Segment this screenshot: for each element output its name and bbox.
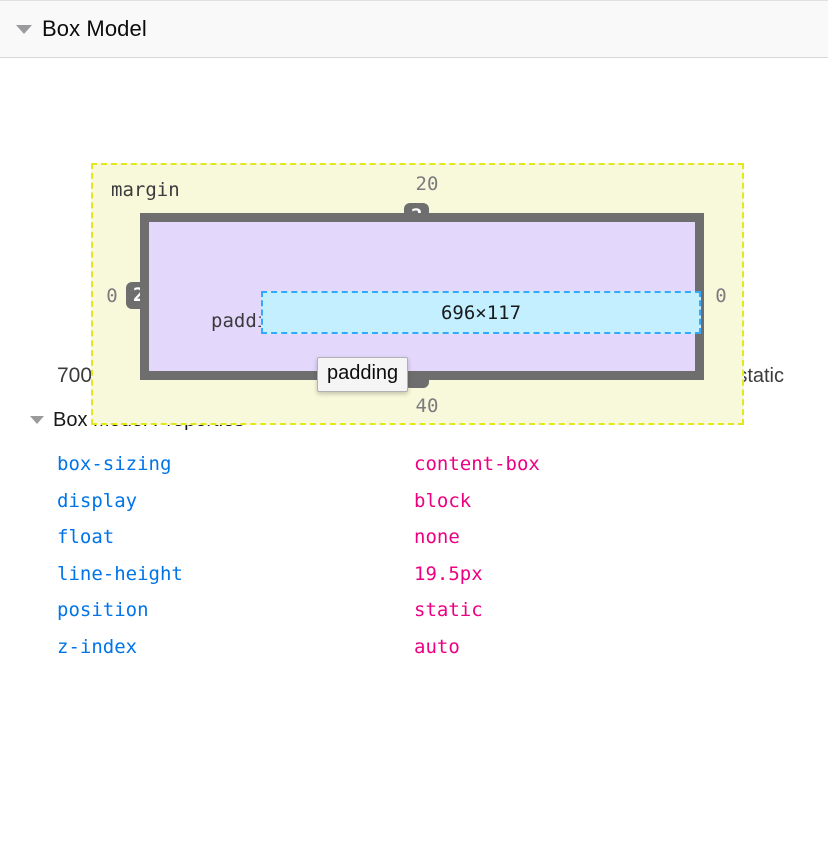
table-row[interactable]: z-index auto [0, 629, 828, 666]
padding-tooltip: padding [317, 357, 409, 392]
table-row[interactable]: position static [0, 592, 828, 629]
property-value[interactable]: static [414, 599, 483, 622]
table-row[interactable]: float none [0, 519, 828, 556]
property-name[interactable]: float [57, 526, 115, 549]
property-name[interactable]: position [57, 599, 149, 622]
margin-left-value[interactable]: 0 [106, 285, 118, 307]
border-region[interactable]: border padding 696×117 [140, 213, 704, 380]
page-title: Box Model [42, 16, 147, 41]
margin-top-value[interactable]: 20 [415, 173, 439, 195]
property-value[interactable]: none [414, 526, 460, 549]
content-size-value: 696×117 [440, 301, 522, 324]
table-row[interactable]: line-height 19.5px [0, 556, 828, 593]
property-name[interactable]: line-height [57, 562, 183, 585]
padding-region[interactable]: padding 696×117 [149, 222, 701, 371]
box-model-diagram[interactable]: margin 20 2 0 0 2 40 0 2 0 0 2 0 border … [0, 58, 828, 425]
margin-bottom-value[interactable]: 40 [415, 395, 439, 417]
property-value[interactable]: content-box [414, 453, 540, 476]
table-row[interactable]: box-sizing content-box [0, 446, 828, 483]
margin-right-value[interactable]: 0 [715, 285, 727, 307]
table-row[interactable]: display block [0, 483, 828, 520]
property-value[interactable]: block [414, 489, 472, 512]
property-name[interactable]: display [57, 489, 138, 512]
margin-region-label: margin [111, 179, 180, 201]
margin-region[interactable]: margin 20 2 0 0 2 40 0 2 0 0 2 0 border … [91, 163, 744, 425]
triangle-down-icon[interactable] [16, 24, 32, 34]
content-region[interactable]: 696×117 [261, 291, 701, 334]
property-name[interactable]: box-sizing [57, 453, 172, 476]
box-model-properties-list: box-sizing content-box display block flo… [0, 438, 828, 665]
property-name[interactable]: z-index [57, 635, 138, 658]
triangle-down-icon[interactable] [30, 416, 44, 424]
property-value[interactable]: auto [414, 635, 460, 658]
element-position-value: static [737, 365, 784, 387]
property-value[interactable]: 19.5px [414, 562, 483, 585]
box-model-panel-header[interactable]: Box Model [0, 0, 828, 58]
